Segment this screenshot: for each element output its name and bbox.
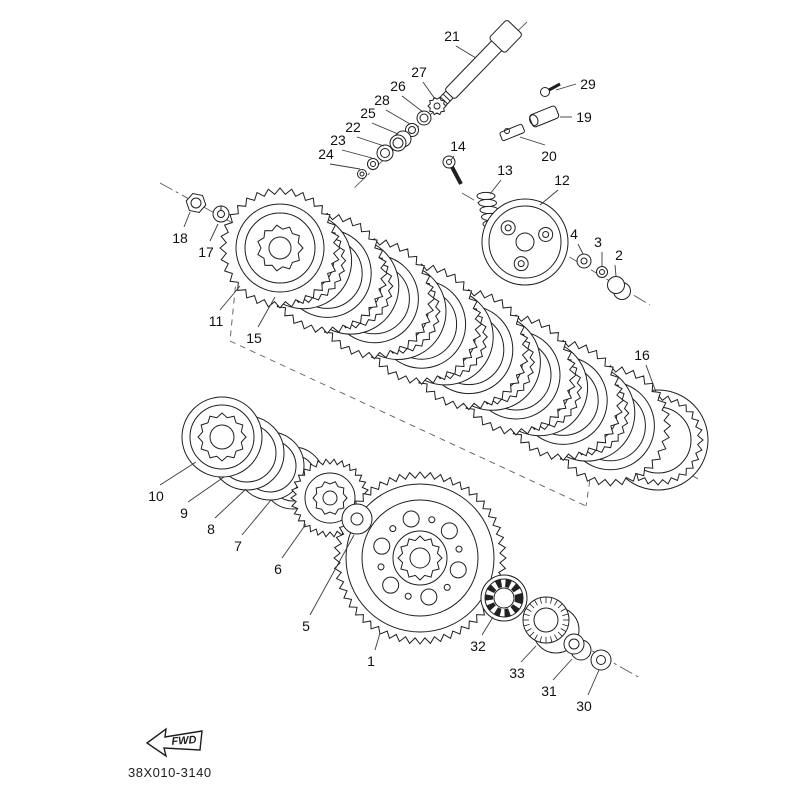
callout-label-18: 18 — [172, 230, 188, 246]
callout-5: 5 — [302, 534, 355, 634]
callout-label-32: 32 — [470, 638, 486, 654]
callout-label-16: 16 — [634, 347, 650, 363]
diagram-line-art — [181, 20, 709, 671]
callout-9: 9 — [180, 476, 225, 521]
callout-label-23: 23 — [330, 132, 346, 148]
callout-label-28: 28 — [374, 92, 390, 108]
callout-31: 31 — [541, 658, 573, 699]
part-5-thrust-plate — [341, 503, 373, 535]
callout-14: 14 — [450, 138, 466, 161]
callout-label-7: 7 — [234, 538, 242, 554]
fwd-arrow: FWD — [145, 727, 203, 758]
part-15-clutch-plate-stack — [219, 187, 672, 487]
part-31-spacer — [563, 633, 592, 661]
callout-label-22: 22 — [345, 119, 361, 135]
callout-label-33: 33 — [509, 665, 525, 681]
part-3-nut — [596, 266, 608, 278]
callout-label-12: 12 — [554, 172, 570, 188]
callout-label-5: 5 — [302, 618, 310, 634]
callout-16: 16 — [634, 347, 657, 393]
callout-label-13: 13 — [497, 162, 513, 178]
callout-label-26: 26 — [390, 78, 406, 94]
callout-2: 2 — [614, 247, 623, 277]
part-1-primary-driven-gear — [333, 471, 507, 645]
callout-4: 4 — [570, 226, 584, 255]
part-2-cap — [607, 276, 631, 300]
callout-17: 17 — [198, 223, 219, 260]
callout-label-9: 9 — [180, 505, 188, 521]
callout-23: 23 — [330, 132, 373, 159]
callout-25: 25 — [360, 105, 399, 135]
part-11-clutch-plate-front — [257, 224, 304, 272]
callout-21: 21 — [444, 28, 477, 59]
part-14-bolt — [442, 155, 463, 185]
callout-24: 24 — [318, 146, 361, 170]
part-29-screw — [540, 82, 561, 97]
callout-label-1: 1 — [367, 653, 375, 669]
callout-1: 1 — [367, 632, 381, 669]
part-20-plate — [499, 123, 525, 142]
fwd-label: FWD — [171, 734, 197, 748]
part-19-lever — [529, 105, 560, 128]
callout-label-3: 3 — [594, 234, 602, 250]
callout-label-19: 19 — [576, 109, 592, 125]
callout-label-14: 14 — [450, 138, 466, 154]
callout-label-24: 24 — [318, 146, 334, 162]
callout-33: 33 — [509, 645, 537, 681]
callout-label-21: 21 — [444, 28, 460, 44]
callout-7: 7 — [234, 499, 272, 554]
figure-code: 38X010-3140 — [128, 765, 212, 780]
callout-label-6: 6 — [274, 561, 282, 577]
part-18-nut — [185, 192, 207, 214]
callout-label-17: 17 — [198, 244, 214, 260]
push-rod-washers — [357, 96, 447, 179]
callout-6: 6 — [274, 523, 307, 577]
callout-label-20: 20 — [541, 148, 557, 164]
callout-label-31: 31 — [541, 683, 557, 699]
callout-label-27: 27 — [411, 64, 427, 80]
diagram-callouts: 1234567891011121314151617181920212223242… — [148, 28, 657, 714]
callout-12: 12 — [539, 172, 570, 206]
callout-26: 26 — [390, 78, 424, 113]
callout-13: 13 — [489, 162, 513, 195]
callout-label-30: 30 — [576, 698, 592, 714]
callout-28: 28 — [374, 92, 411, 125]
callout-8: 8 — [207, 488, 247, 537]
callout-label-10: 10 — [148, 488, 164, 504]
callout-27: 27 — [411, 64, 436, 100]
part-10-plate — [181, 396, 263, 478]
callout-32: 32 — [470, 616, 494, 654]
callout-11: 11 — [209, 285, 241, 329]
callout-3: 3 — [594, 234, 603, 266]
callout-label-15: 15 — [246, 330, 262, 346]
callout-20: 20 — [519, 136, 557, 164]
callout-15: 15 — [246, 296, 276, 346]
callout-label-25: 25 — [360, 105, 376, 121]
part-32-bearing — [480, 574, 528, 622]
part-12-pressure-plate — [481, 198, 569, 286]
part-4-washer — [576, 253, 592, 269]
callout-29: 29 — [555, 76, 596, 92]
part-30-washer — [590, 649, 612, 671]
callout-label-29: 29 — [580, 76, 596, 92]
callout-22: 22 — [345, 119, 385, 147]
callout-19: 19 — [560, 109, 592, 125]
callout-label-11: 11 — [209, 313, 224, 329]
callout-label-2: 2 — [615, 247, 623, 263]
callout-18: 18 — [172, 211, 191, 246]
callout-label-8: 8 — [207, 521, 215, 537]
callout-30: 30 — [576, 669, 600, 714]
callout-label-4: 4 — [570, 226, 578, 242]
part-17-lock-washer — [212, 205, 230, 223]
callout-10: 10 — [148, 461, 197, 504]
